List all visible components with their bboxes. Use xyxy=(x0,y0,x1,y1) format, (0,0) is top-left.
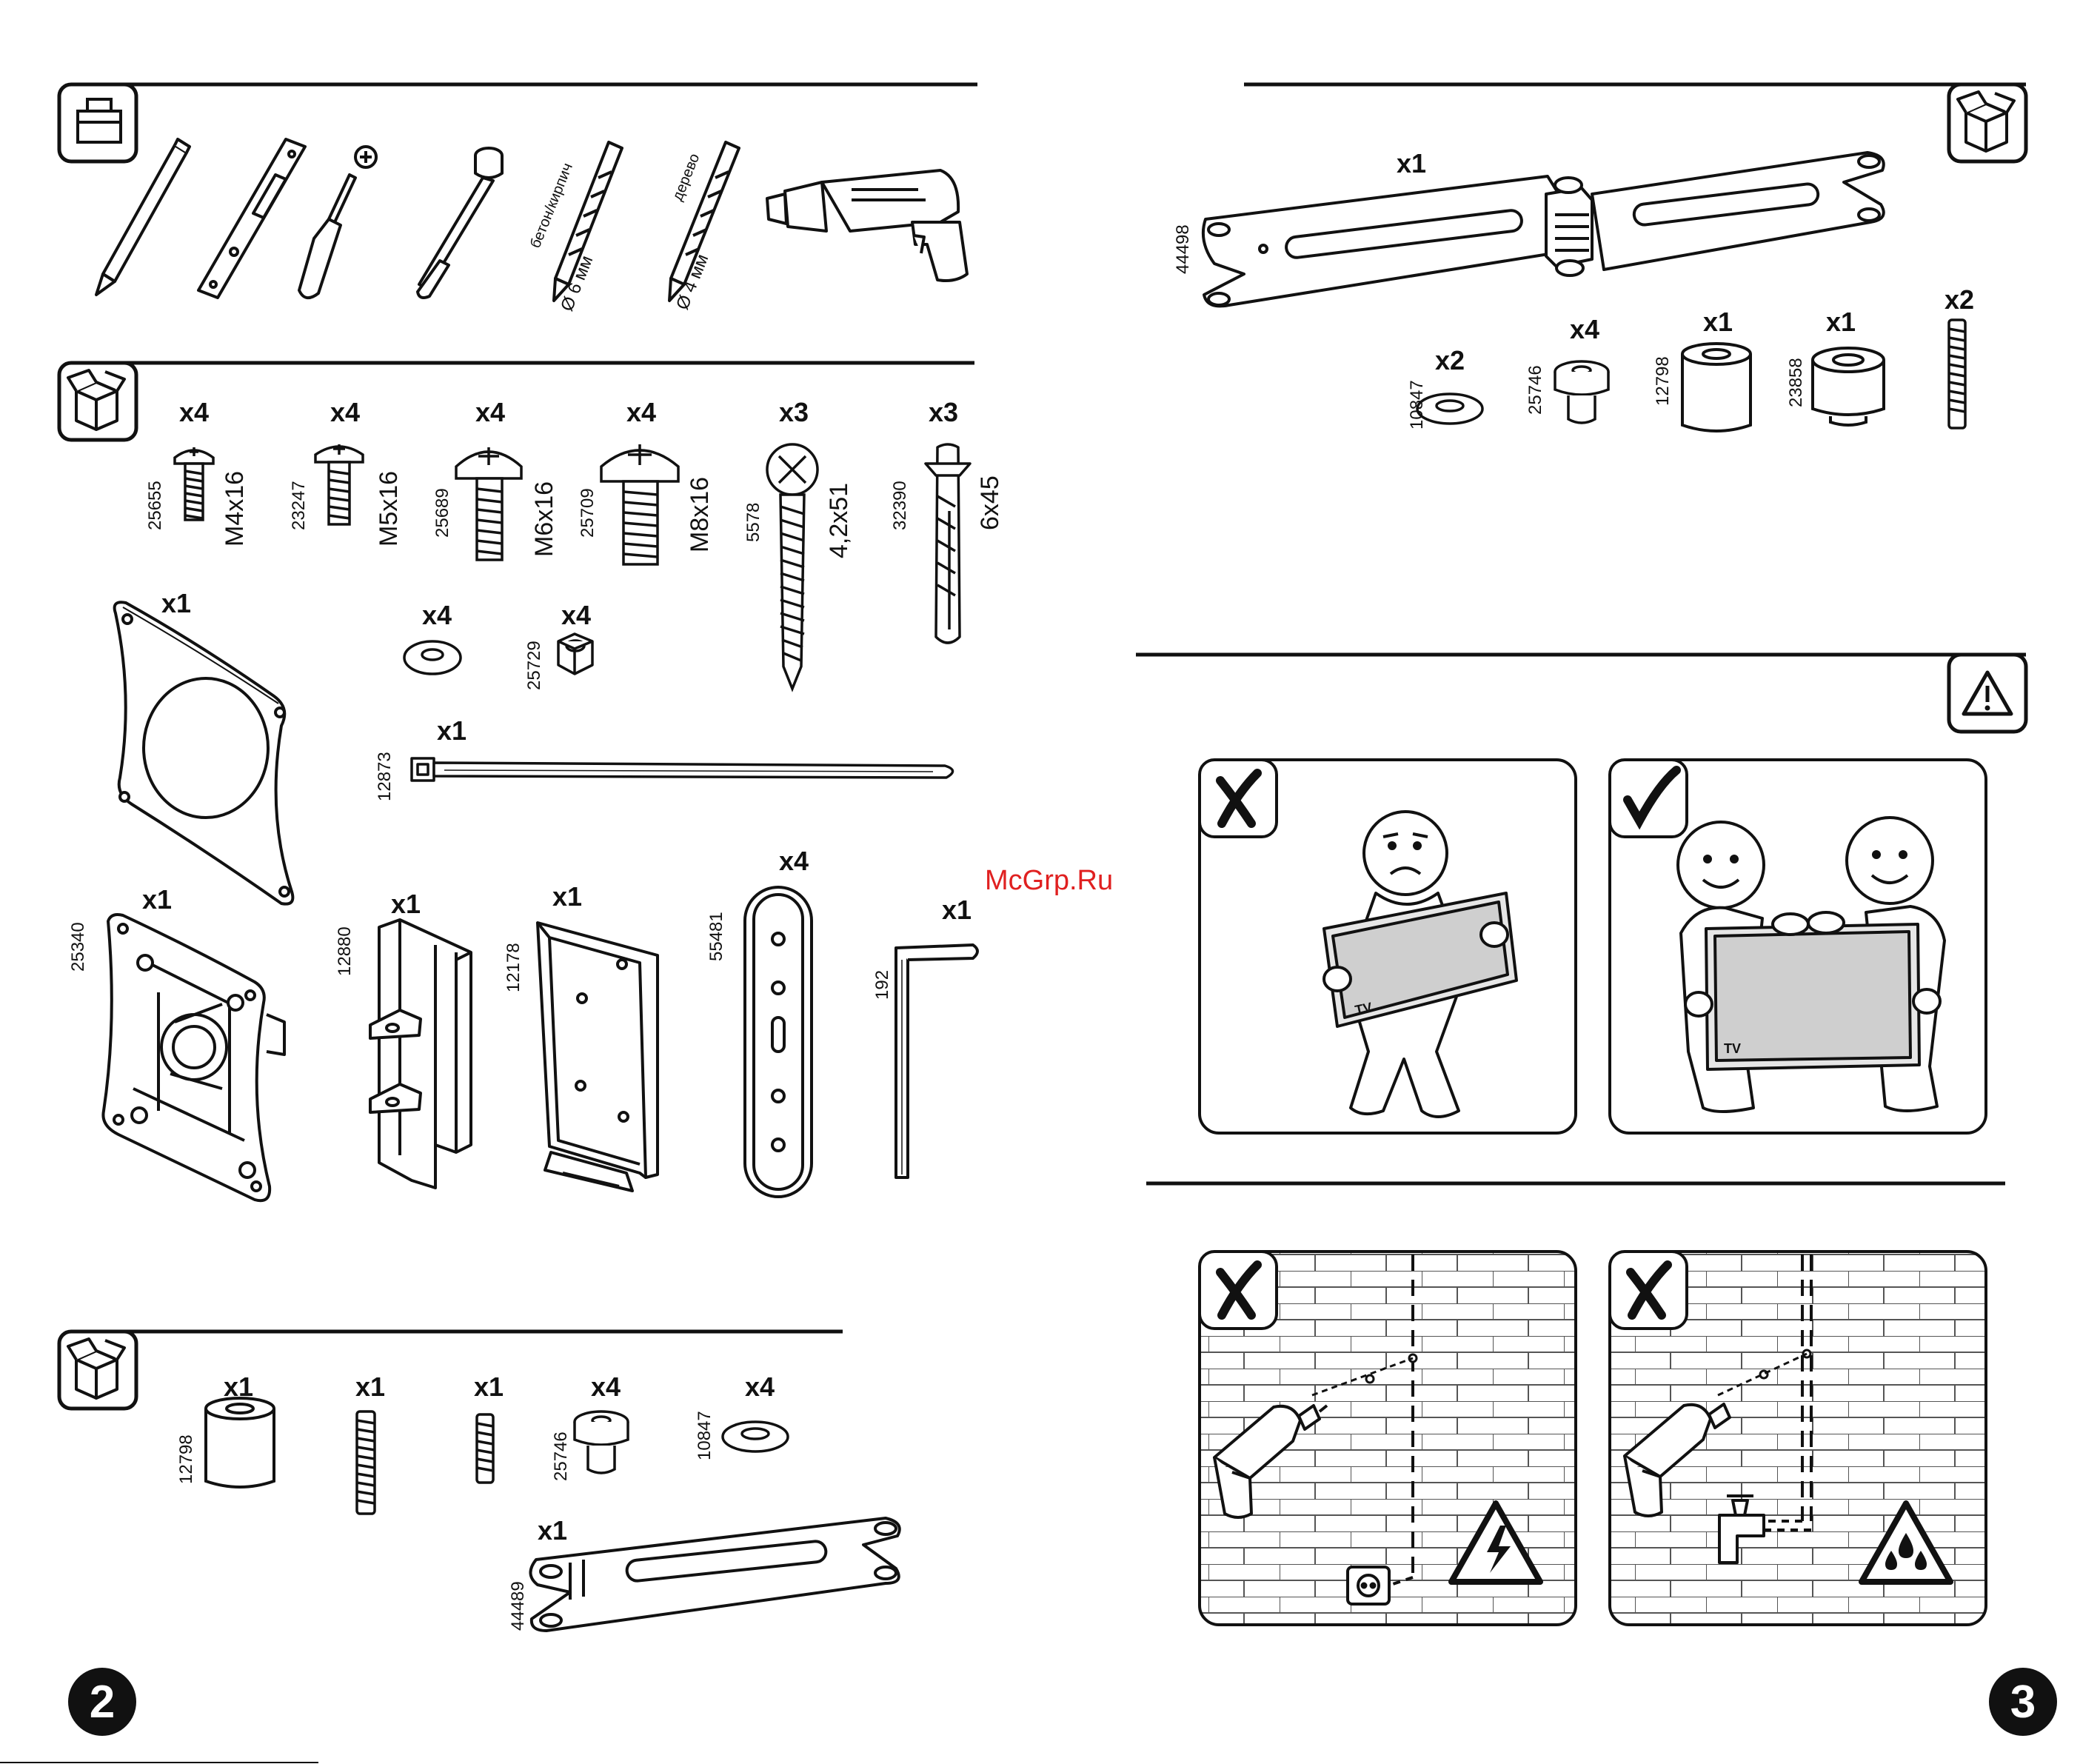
part-size: M8x16 xyxy=(686,477,715,552)
washer-icon xyxy=(723,1422,788,1451)
part-size: M4x16 xyxy=(221,471,250,547)
nut-qty: x4 xyxy=(561,600,591,631)
part-qty: x1 xyxy=(355,1372,385,1403)
cable-tie-code: 12873 xyxy=(375,752,395,801)
cable-tie-icon xyxy=(412,758,953,781)
threaded-rod-icon xyxy=(1949,320,1965,428)
rail-qty: x1 xyxy=(391,889,421,920)
flange-bolt-icon xyxy=(1555,361,1608,423)
part-code: 32390 xyxy=(890,481,911,530)
vesa-plate-icon xyxy=(115,602,293,903)
part-code: 10847 xyxy=(1407,380,1428,430)
hex-key-icon xyxy=(896,945,977,1177)
power-drill-icon xyxy=(767,170,967,281)
page-number-right: 3 xyxy=(1989,1668,2057,1736)
part-qty: x4 xyxy=(1570,314,1599,345)
rail-code: 12880 xyxy=(335,926,355,976)
part-qty: x3 xyxy=(929,397,958,428)
section-parts-bottom xyxy=(59,1332,843,1409)
panel-drill-near-pipe-wrong xyxy=(1610,1252,1986,1625)
power-socket-icon xyxy=(1348,1567,1389,1604)
part-qty: x4 xyxy=(179,397,209,428)
spirit-level-icon xyxy=(198,139,305,298)
part-qty: x4 xyxy=(626,397,656,428)
hex-key-qty: x1 xyxy=(942,895,972,926)
part-qty: x1 xyxy=(474,1372,504,1403)
part-code: 25689 xyxy=(432,488,453,538)
mount-bracket-qty: x1 xyxy=(142,884,172,915)
part-code: 12798 xyxy=(176,1434,197,1484)
part-code: 23858 xyxy=(1786,358,1807,407)
spacer-tall-icon xyxy=(1682,344,1750,431)
holder-code: 12178 xyxy=(504,943,524,992)
part-qty: x2 xyxy=(1944,284,1974,315)
screw-m6x16-icon xyxy=(456,447,521,560)
screw-m5x16-icon xyxy=(315,444,363,524)
section-warning xyxy=(1136,655,2026,732)
part-qty: x3 xyxy=(779,397,809,428)
part-qty: x1 xyxy=(1826,307,1856,338)
single-arm-code: 44489 xyxy=(508,1581,529,1631)
washer-qty: x4 xyxy=(422,600,452,631)
threaded-rod-short-icon xyxy=(477,1414,493,1483)
part-code: 10847 xyxy=(695,1411,715,1460)
panel-one-person-wrong xyxy=(1200,760,1576,1133)
part-code: 23247 xyxy=(289,481,310,530)
part-size: 4,2x51 xyxy=(825,483,854,558)
panel-two-people-right xyxy=(1610,760,1986,1133)
double-arm-code: 44498 xyxy=(1173,224,1194,274)
wall-plug-icon xyxy=(926,444,970,643)
slotted-strip-icon xyxy=(745,887,812,1197)
cable-tie-qty: x1 xyxy=(437,715,467,746)
part-qty: x1 xyxy=(1703,307,1733,338)
spacer-short-icon xyxy=(1813,348,1884,425)
screwdriver-icon xyxy=(299,147,376,298)
part-qty: x1 xyxy=(224,1372,253,1403)
page-number-left: 2 xyxy=(68,1668,136,1736)
single-arm-qty: x1 xyxy=(538,1515,567,1546)
part-qty: x2 xyxy=(1435,345,1465,376)
part-code: 25655 xyxy=(145,481,166,530)
part-qty: x4 xyxy=(330,397,360,428)
strip-code: 55481 xyxy=(706,912,727,961)
threaded-rod-long-icon xyxy=(357,1411,375,1514)
mount-bracket-code: 25340 xyxy=(68,922,89,972)
section-tools xyxy=(59,84,977,161)
part-code: 25746 xyxy=(1525,365,1546,415)
washer-icon xyxy=(404,641,461,674)
double-arm-qty: x1 xyxy=(1397,148,1426,179)
single-arm-icon xyxy=(530,1518,899,1631)
screw-m4x16-icon xyxy=(175,447,213,520)
part-code: 25709 xyxy=(578,488,598,538)
holder-plate-icon xyxy=(538,923,658,1191)
double-arm-icon xyxy=(1203,153,1884,306)
socket-wrench-icon xyxy=(418,148,502,298)
nut-icon xyxy=(558,634,592,674)
flange-bolt-icon xyxy=(575,1411,628,1473)
mount-bracket-icon xyxy=(103,915,284,1200)
watermark: McGrp.Ru xyxy=(985,865,1113,897)
holder-qty: x1 xyxy=(552,881,582,912)
spacer-tall-icon xyxy=(206,1398,274,1487)
section-parts-right xyxy=(1244,84,2026,161)
wood-screw-icon xyxy=(767,444,817,689)
rail-profile-icon xyxy=(370,920,471,1188)
part-size: 6x45 xyxy=(976,475,1005,530)
part-size: M6x16 xyxy=(530,481,559,557)
vesa-plate-qty: x1 xyxy=(161,588,191,619)
part-qty: x4 xyxy=(475,397,505,428)
panel-drill-near-wiring-wrong xyxy=(1200,1252,1576,1625)
part-code: 5578 xyxy=(743,503,764,542)
strip-qty: x4 xyxy=(779,846,809,877)
screw-m8x16-icon xyxy=(601,444,678,564)
hex-key-code: 192 xyxy=(872,970,893,1000)
nut-code: 25729 xyxy=(524,641,545,690)
part-code: 12798 xyxy=(1653,356,1673,406)
tv-label: TV xyxy=(1724,1041,1741,1057)
part-qty: x4 xyxy=(745,1372,775,1403)
part-code: 25746 xyxy=(551,1431,572,1481)
part-size: M5x16 xyxy=(375,471,404,547)
part-qty: x4 xyxy=(591,1372,621,1403)
